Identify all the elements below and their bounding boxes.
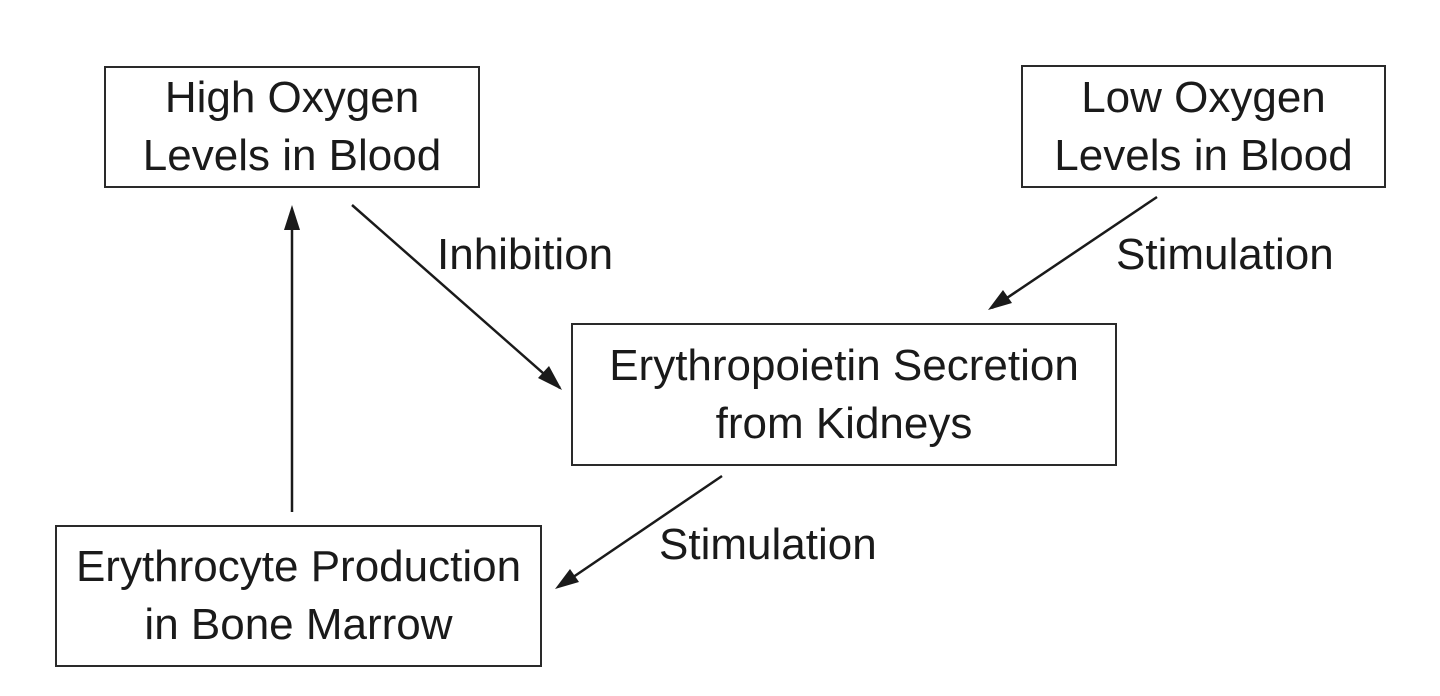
node-epo-line1: Erythropoietin Secretion — [609, 340, 1079, 390]
node-erythropoietin-secretion: Erythropoietin Secretion from Kidneys — [571, 323, 1117, 466]
node-epo-line2: from Kidneys — [715, 398, 973, 448]
node-high-oxygen: High Oxygen Levels in Blood — [104, 66, 480, 188]
node-low-oxygen-line2: Levels in Blood — [1054, 130, 1353, 180]
node-low-oxygen-line1: Low Oxygen — [1081, 72, 1326, 122]
edge-label-stimulation-epo: Stimulation — [659, 520, 877, 569]
arrow-epo-to-erythrocyte — [559, 474, 723, 588]
node-erythrocyte-production: Erythrocyte Production in Bone Marrow — [55, 525, 542, 667]
node-high-oxygen-line1: High Oxygen — [164, 73, 420, 122]
node-high-oxygen-line2: Levels in Blood — [142, 131, 442, 180]
arrowhead-erythrocyte-to-high — [284, 205, 300, 230]
edge-label-stimulation-low-oxygen: Stimulation — [1116, 230, 1334, 279]
node-erythrocyte-line1: Erythrocyte Production — [75, 542, 522, 591]
arrowhead-high-to-epo — [538, 366, 562, 390]
arrowhead-low-to-epo — [988, 290, 1012, 310]
node-low-oxygen: Low Oxygen Levels in Blood — [1021, 65, 1386, 188]
arrow-low-to-epo — [991, 195, 1158, 310]
node-erythrocyte-line2: in Bone Marrow — [144, 600, 453, 649]
arrow-high-to-epo — [351, 204, 561, 389]
edge-label-inhibition: Inhibition — [437, 230, 614, 279]
arrowhead-epo-to-erythrocyte — [555, 569, 579, 589]
